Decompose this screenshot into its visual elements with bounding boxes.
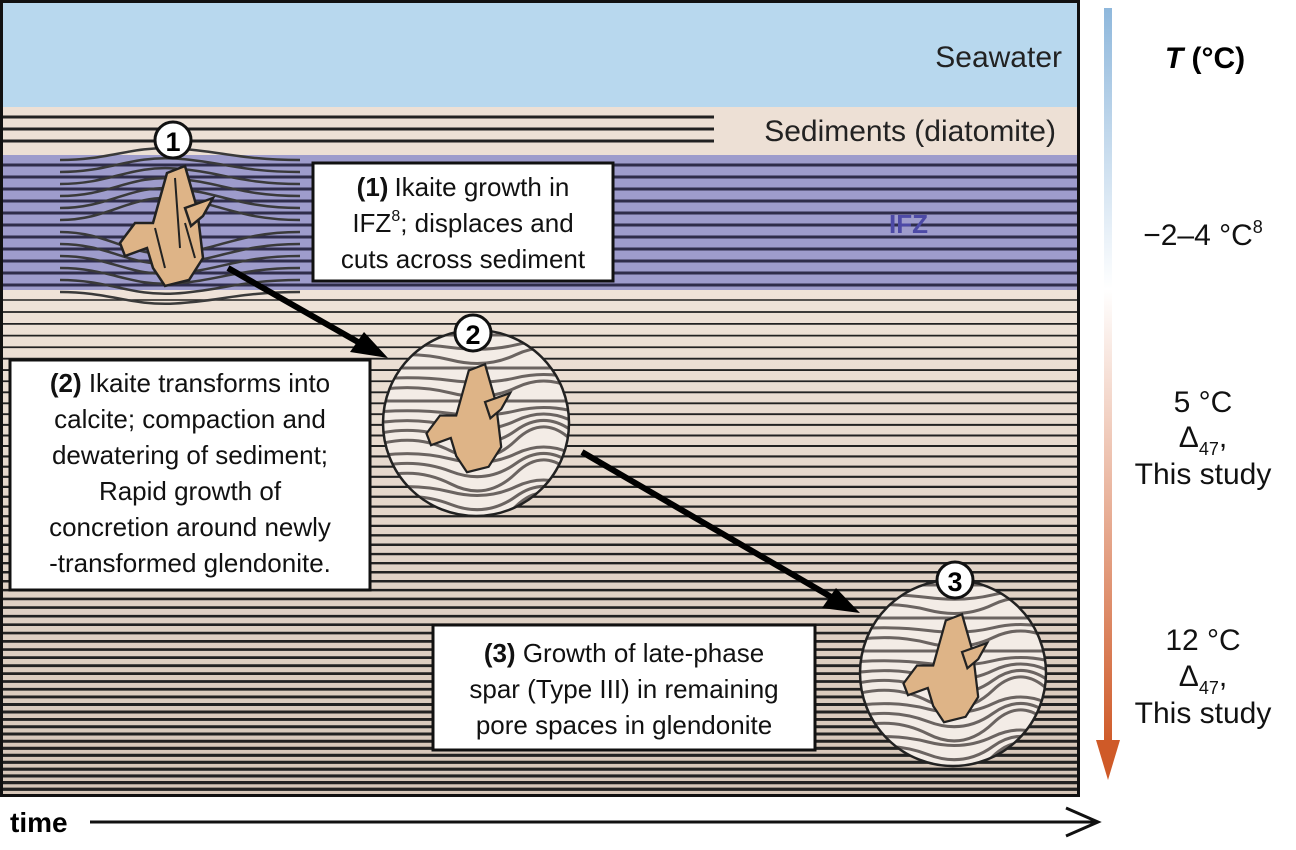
temperature-value-2: 5 °C <box>1174 386 1233 419</box>
stage-3-line-1: (3) Growth of late-phase <box>484 638 764 668</box>
sediment-label-background <box>714 108 1066 152</box>
stage-1-description-box: (1)Ikaite growth in IFZ8; displaces and … <box>311 161 615 283</box>
delta-subscript-2: 47 <box>1199 439 1219 459</box>
stage-badge-3-number: 3 <box>947 567 962 597</box>
sediments-label: Sediments (diatomite) <box>764 115 1056 148</box>
stage-2-description-box: (2) Ikaite transforms into calcite; comp… <box>8 358 372 592</box>
stage-1-line-3: cuts across sediment <box>341 244 586 274</box>
temperature-value-3-source: This study <box>1135 697 1272 730</box>
arrow-1-to-2 <box>226 265 374 353</box>
temperature-value-2-method: Δ47, <box>1179 421 1227 459</box>
stage-2-line-2: calcite; compaction and <box>54 404 326 434</box>
panel-border <box>0 0 1080 797</box>
stage-2-text-1: Ikaite transforms into <box>82 368 331 398</box>
temperature-symbol: T <box>1165 42 1186 75</box>
stage-1-title: (1) <box>357 172 389 202</box>
stage-1-text-2-sup: 8 <box>391 208 400 225</box>
stage-3-title: (3) <box>484 638 516 668</box>
stage-1-text-2b: ; displaces and <box>400 208 573 238</box>
stage-2-line-3: dewatering of sediment; <box>52 440 328 470</box>
stage-2-line-5: concretion around newly <box>49 512 331 542</box>
temperature-value-1: −2–4 °C8 <box>1143 217 1263 252</box>
stage-1-text-1: Ikaite growth in <box>394 172 569 202</box>
stage-badge-3: 3 <box>935 560 975 600</box>
stage-3-line-2: spar (Type III) in remaining <box>469 674 778 704</box>
temperature-value-1-sup: 8 <box>1253 217 1263 237</box>
delta-symbol-3: Δ <box>1179 660 1199 693</box>
seawater-label: Seawater <box>935 41 1062 74</box>
process-arrows <box>226 265 860 613</box>
stage-1-line-1: (1)Ikaite growth in <box>357 172 570 202</box>
stage-badge-1-number: 1 <box>165 127 180 157</box>
stage-2-line-1: (2) Ikaite transforms into <box>50 368 330 398</box>
delta-subscript-3: 47 <box>1199 678 1219 698</box>
arrow-2-to-3-head <box>822 588 860 613</box>
ikaite-crystal-stage-1 <box>118 164 216 288</box>
stage-2-title: (2) <box>50 368 82 398</box>
stage-badge-2-number: 2 <box>465 320 480 350</box>
time-axis-arrow-head <box>1065 806 1102 838</box>
arrow-1-to-2-head <box>350 332 388 358</box>
delta-comma-2: , <box>1219 421 1227 454</box>
arrow-2-to-3 <box>580 449 847 608</box>
temperature-unit: (°C) <box>1183 42 1245 75</box>
stage-2-line-4: Rapid growth of <box>99 476 282 506</box>
temperature-value-3: 12 °C <box>1165 624 1240 657</box>
stage-3-line-3: pore spaces in glendonite <box>476 710 772 740</box>
temperature-value-1-main: −2–4 °C <box>1143 219 1253 252</box>
stage-3-description-box: (3) Growth of late-phase spar (Type III)… <box>431 623 817 752</box>
temperature-arrow-head <box>1096 740 1120 780</box>
ifz-label: IFZ <box>889 209 928 239</box>
temperature-gradient-arrow <box>1096 8 1120 780</box>
stage-2-line-6: -transformed glendonite. <box>49 548 331 578</box>
seawater-zone <box>0 0 1080 107</box>
time-axis-label: time <box>10 807 68 838</box>
delta-symbol-2: Δ <box>1179 421 1199 454</box>
stage-badge-2: 2 <box>453 313 493 353</box>
stage-1-text-2a: IFZ <box>352 208 391 238</box>
temperature-value-3-method: Δ47, <box>1179 660 1227 698</box>
temperature-value-2-source: This study <box>1135 458 1272 491</box>
stage-badge-1: 1 <box>153 120 193 160</box>
stage-1-line-2: IFZ8; displaces and <box>352 208 573 238</box>
concretion-circle-stage-3 <box>858 578 1048 768</box>
stage-3-text-1: Growth of late-phase <box>516 638 765 668</box>
delta-comma-3: , <box>1219 660 1227 693</box>
temperature-header: T (°C) <box>1165 42 1245 75</box>
